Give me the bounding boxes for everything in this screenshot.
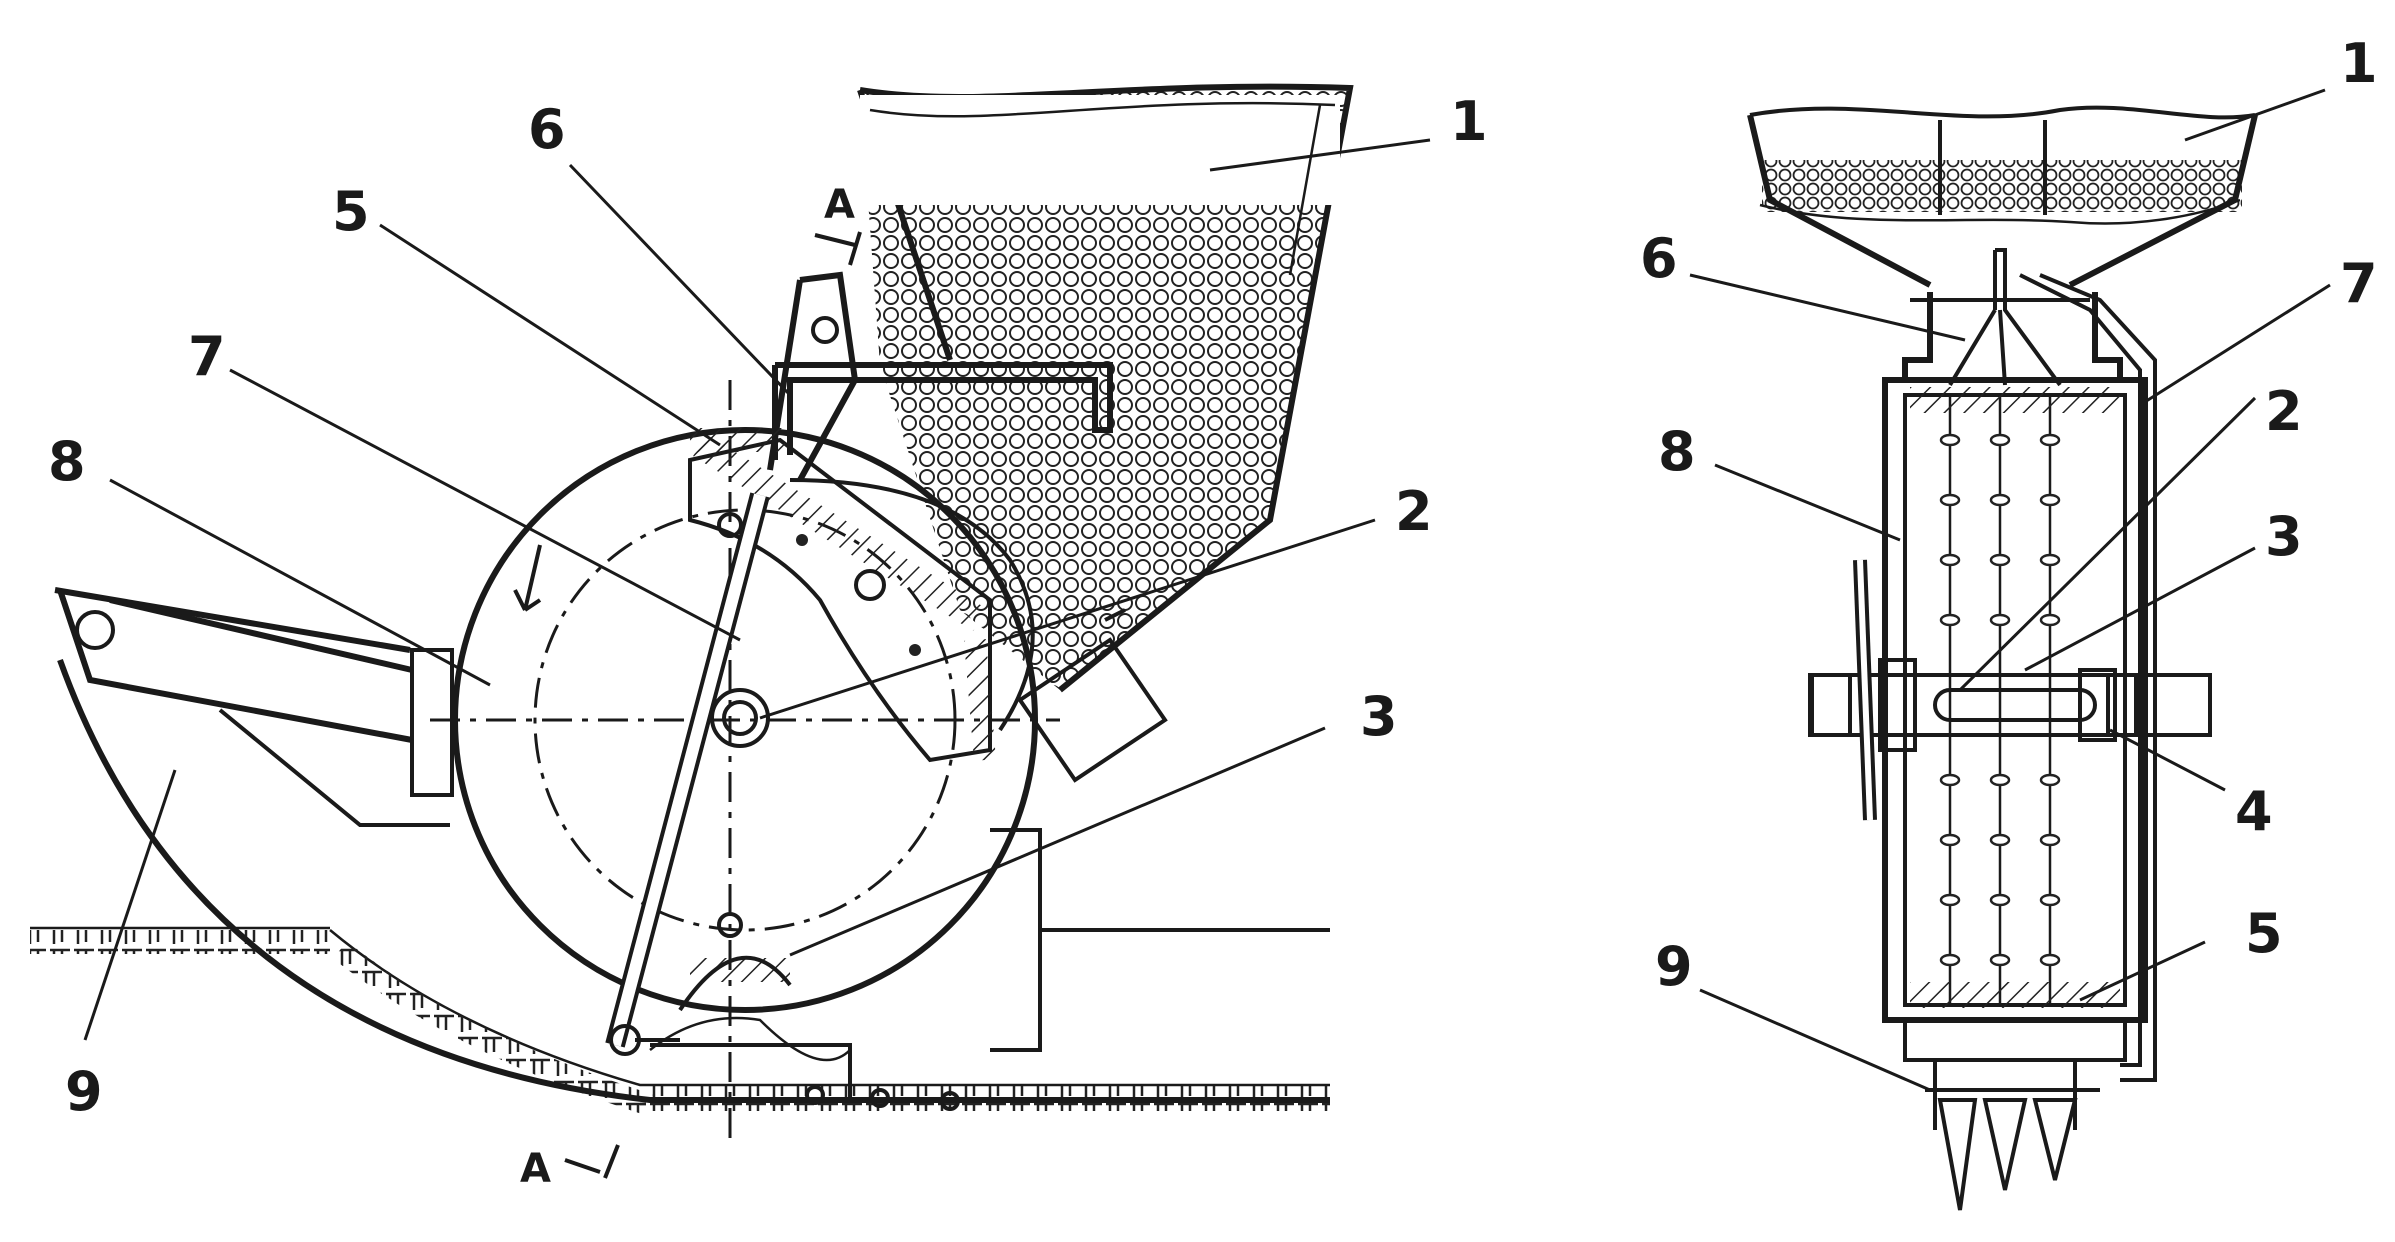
drum-hole — [1989, 433, 2011, 447]
label-8-right: 8 — [1658, 420, 1696, 483]
seed-distributor — [1910, 248, 2090, 387]
label-6-left: 6 — [528, 98, 566, 161]
seed-hopper — [857, 83, 1354, 693]
drum-hole — [1989, 613, 2011, 627]
drum-hole — [2039, 833, 2061, 847]
section-marker-bottom: A — [520, 1144, 620, 1192]
leader-8-right — [1714, 463, 1901, 542]
leader-5-right — [2079, 940, 2206, 1002]
leader-2-left — [759, 518, 1376, 720]
label-3-left: 3 — [1360, 685, 1398, 748]
label-1-right: 1 — [2340, 32, 2378, 95]
drum-hole — [1989, 493, 2011, 507]
label-8-left: 8 — [48, 430, 86, 493]
drum-hole — [1939, 493, 1961, 507]
hopper-section — [1747, 105, 2258, 288]
leader-8-left — [109, 478, 491, 687]
furrow-tines — [1903, 1018, 2127, 1211]
label-7-right: 7 — [2340, 252, 2378, 315]
label-6-right: 6 — [1640, 227, 1678, 290]
drum-hole — [1939, 553, 1961, 567]
drum-hole — [1989, 833, 2011, 847]
drum-hole — [2039, 493, 2061, 507]
leader-3-right — [2024, 546, 2256, 672]
label-9-left: 9 — [65, 1060, 103, 1123]
drum-hole — [1989, 893, 2011, 907]
soil-ground — [30, 926, 1330, 1116]
section-label-bottom: A — [520, 1146, 551, 1192]
drum-hole — [1939, 953, 1961, 967]
drive-box — [1017, 608, 1168, 783]
drum-hole — [2039, 953, 2061, 967]
planted-seeds — [805, 1085, 960, 1111]
section-label-top: A — [824, 182, 855, 228]
drum-hole — [2039, 433, 2061, 447]
label-5-left: 5 — [332, 180, 370, 243]
leader-4-right — [2109, 728, 2226, 792]
drum-housing — [1882, 292, 2148, 1023]
drum-hole — [1989, 953, 2011, 967]
leader-5-left — [379, 223, 721, 447]
leader-6-right — [1689, 273, 1966, 342]
furrow-opener — [57, 658, 1330, 1103]
label-5-right: 5 — [2245, 902, 2283, 965]
leader-9-right — [1699, 988, 1931, 1092]
leader-1-left — [1209, 138, 1431, 172]
drum-hole — [2039, 893, 2061, 907]
label-1-left: 1 — [1450, 90, 1488, 153]
seeding-disc — [430, 380, 1060, 1140]
drive-rod — [605, 492, 770, 1056]
drum-hole — [1989, 553, 2011, 567]
leader-6-left — [568, 163, 792, 397]
drum-hole — [1939, 773, 1961, 787]
label-7-left: 7 — [188, 325, 226, 388]
leader-7-right — [2139, 283, 2331, 407]
label-4-right: 4 — [2235, 780, 2273, 843]
label-2-right: 2 — [2265, 380, 2303, 443]
drum-hole — [1939, 833, 1961, 847]
drum-hole — [2039, 773, 2061, 787]
label-9-right: 9 — [1655, 935, 1693, 998]
support-bracket — [54, 587, 454, 797]
drum-hole — [1939, 893, 1961, 907]
left-side-view: A A 1 2 3 5 6 7 8 9 — [30, 83, 1488, 1192]
leader-9-left — [83, 769, 177, 1041]
drum-holes — [1939, 433, 2061, 967]
leader-3-left — [789, 726, 1326, 957]
section-marker-top: A — [814, 182, 862, 266]
leader-2-right — [1958, 396, 2257, 692]
right-section-view: 1 2 3 4 5 6 7 8 9 — [1640, 32, 2378, 1211]
drum-hole — [1989, 773, 2011, 787]
drum-hole — [2039, 553, 2061, 567]
drum-hole — [1939, 613, 1961, 627]
drum-hole — [2039, 613, 2061, 627]
leader-1-right — [2184, 88, 2326, 142]
label-3-right: 3 — [2265, 505, 2303, 568]
label-2-left: 2 — [1395, 480, 1433, 543]
drive-axle — [1808, 559, 2212, 821]
drum-hole — [1939, 433, 1961, 447]
leader-7-left — [229, 368, 741, 642]
side-tube — [2019, 273, 2157, 1082]
